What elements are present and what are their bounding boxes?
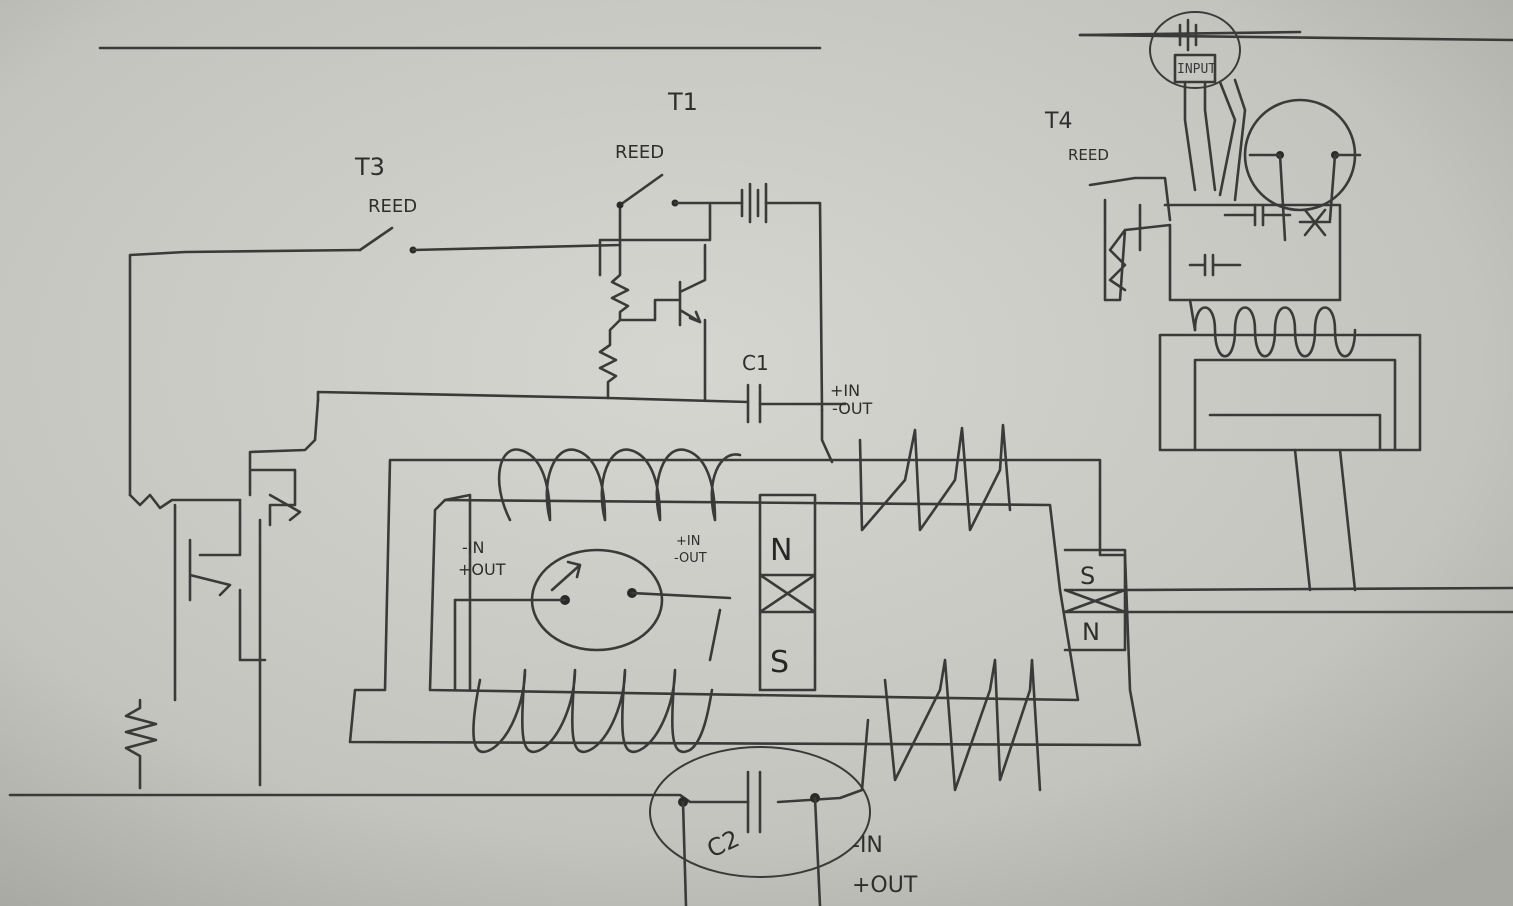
middle-rail	[443, 493, 472, 692]
input-circle	[1149, 11, 1241, 89]
labels: T3 REED T1 REED T4 REED C1 +IN -OUT -IN …	[354, 62, 1216, 898]
top-input-line	[1078, 30, 1302, 37]
t1-reed-switch	[618, 173, 664, 207]
c1-out-label: -OUT	[832, 399, 873, 418]
t4-capacitor	[1188, 253, 1242, 277]
top-wire	[128, 248, 362, 497]
transistor-arrow	[688, 310, 702, 324]
right-post	[1293, 448, 1357, 592]
t4-reed-label: REED	[1068, 146, 1109, 164]
magnet-2-s-label: S	[1080, 562, 1095, 590]
c1-wire	[316, 390, 847, 406]
c2-circle	[649, 746, 871, 878]
meter-right-in-label: +IN	[676, 534, 700, 549]
left-control-circuit	[8, 173, 871, 906]
t4-circuit	[1103, 198, 1197, 332]
meter-needle-icon	[550, 560, 582, 592]
meter-left-out-label: +OUT	[458, 560, 506, 579]
t4-box	[1163, 203, 1342, 302]
meter-right-out-label: -OUT	[674, 551, 707, 566]
top-battery	[740, 182, 768, 224]
right-frame	[1158, 333, 1422, 452]
right-coil	[1193, 306, 1357, 358]
t4-tag: T4	[1044, 109, 1072, 134]
t1-reed-label: REED	[615, 142, 664, 163]
c1-label: C1	[742, 351, 769, 375]
resistor-lower	[598, 318, 622, 400]
inner-core	[428, 498, 1080, 702]
magnet-1-s-label: S	[770, 645, 789, 680]
t4-reed-switch	[1088, 176, 1172, 222]
t3-reed-switch	[358, 226, 394, 252]
magnet-block-1	[758, 493, 817, 692]
coil-lower-left	[472, 668, 714, 754]
bottom-resistor	[124, 698, 158, 790]
t3-reed-label: REED	[368, 196, 417, 217]
input-box	[1173, 18, 1217, 84]
right-module	[1078, 11, 1422, 592]
transistor-t-top	[598, 203, 712, 277]
magnet-1-n-label: N	[770, 533, 792, 568]
resistor-upper	[610, 243, 630, 322]
coil-upper-left	[497, 448, 742, 522]
t1-tag: T1	[667, 88, 698, 116]
c2-out-label: +OUT	[852, 873, 918, 898]
left-transistor-group	[188, 398, 320, 662]
c2-in-label: -IN	[852, 833, 883, 858]
coil-upper-right	[858, 423, 1012, 532]
t4-capacitor-2	[1223, 203, 1292, 227]
coil-lower-right	[883, 658, 1042, 792]
meter-left-in-label: -IN	[462, 538, 484, 557]
magnet-block-2	[1063, 548, 1127, 652]
magnet-2-n-label: N	[1082, 618, 1100, 646]
left-resistor-chain	[128, 493, 262, 787]
c2-capacitor	[746, 770, 762, 834]
c1-in-label: +IN	[830, 381, 860, 400]
top-box-label: INPUT	[1177, 62, 1216, 77]
outer-core	[348, 458, 1142, 747]
core-assembly	[348, 423, 1513, 792]
feed-wires	[1183, 78, 1247, 202]
output-shaft	[1123, 586, 1513, 614]
spark-icon	[1298, 208, 1332, 237]
t3-tag: T3	[354, 153, 385, 181]
